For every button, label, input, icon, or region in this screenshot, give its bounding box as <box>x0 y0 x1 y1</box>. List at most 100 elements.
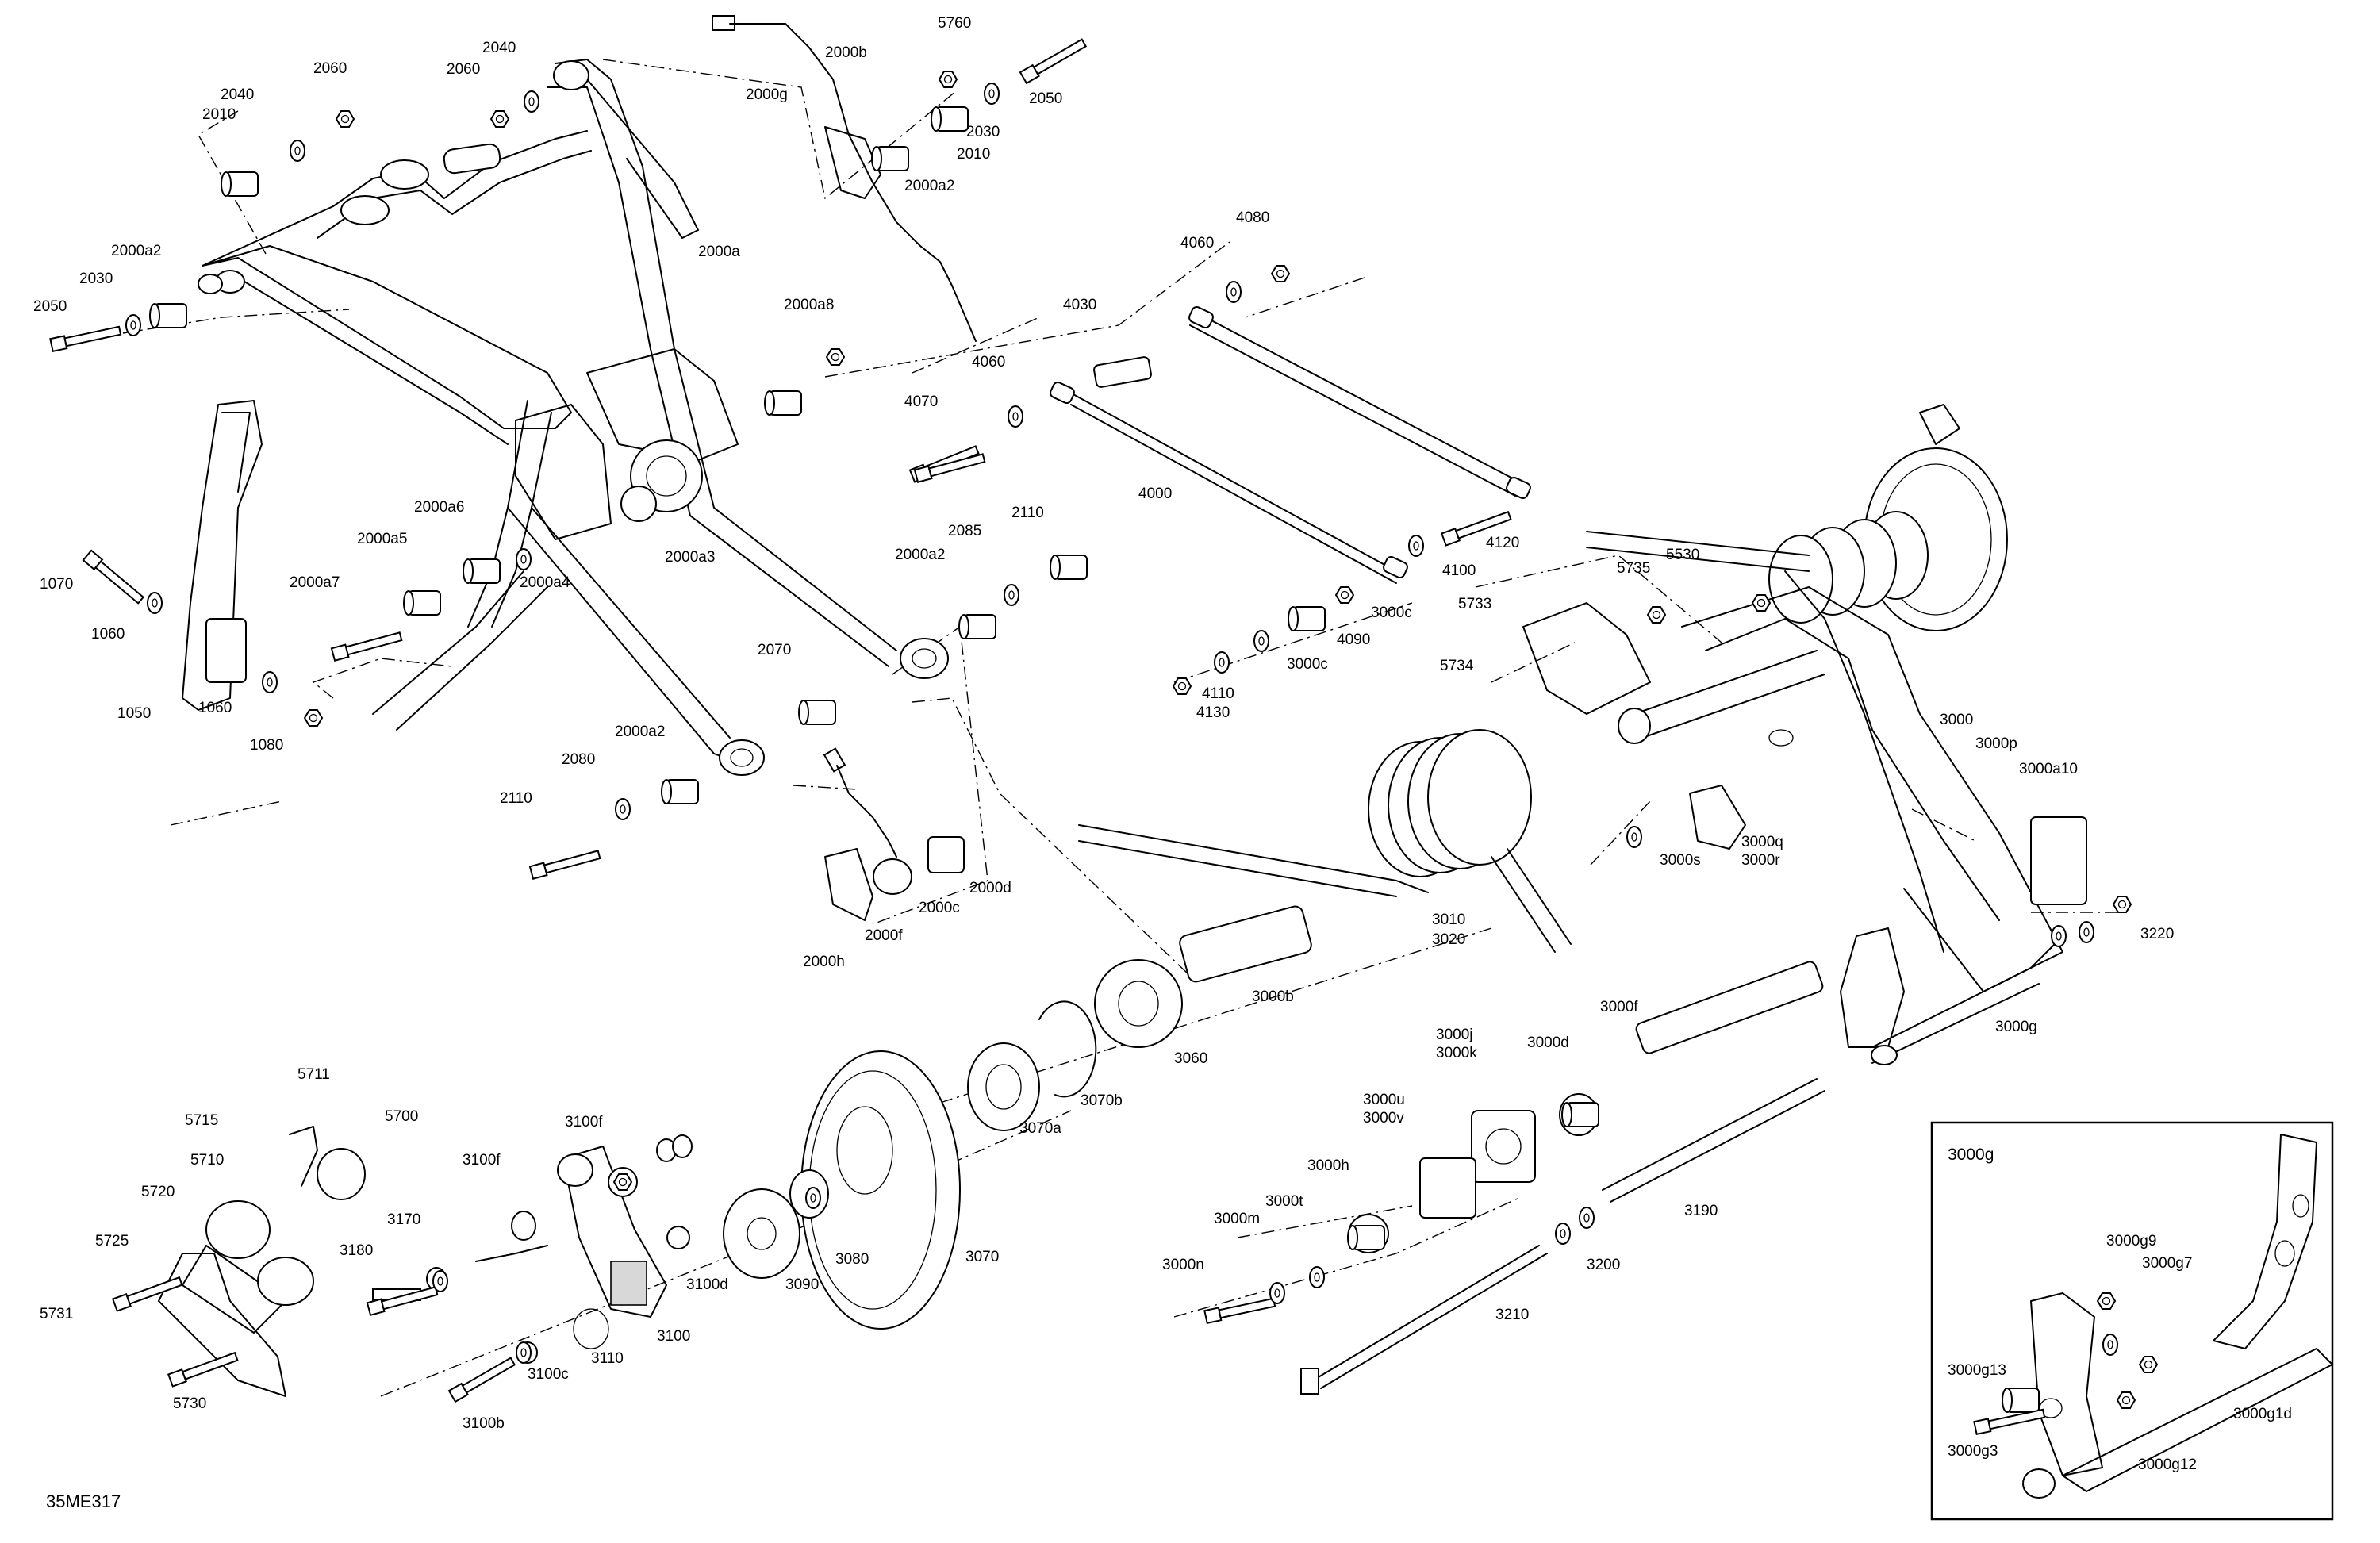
part-label: 4110 <box>1202 685 1234 702</box>
part-label: 3210 <box>1495 1307 1529 1323</box>
part-label: 3000p <box>1975 735 2017 752</box>
part-label: 3000g1d <box>2233 1406 2292 1422</box>
part-label: 3000s <box>1660 852 1701 869</box>
part-label: 1050 <box>117 705 151 722</box>
part-label: 3000v <box>1363 1110 1404 1127</box>
part-label: 3100b <box>463 1415 505 1432</box>
pedal-lever-1050 <box>182 400 263 711</box>
part-label: 2000a2 <box>615 724 665 740</box>
part-label: 2000a6 <box>414 499 464 516</box>
part-label: 5735 <box>1617 560 1650 577</box>
part-label: 2040 <box>221 86 254 103</box>
part-label: 2070 <box>758 642 791 658</box>
part-label: 2010 <box>202 106 236 123</box>
part-label: 3000g3 <box>1948 1443 1998 1460</box>
detail-box-3000g <box>1930 1121 2334 1521</box>
part-label: 5715 <box>185 1112 218 1129</box>
part-label: 3200 <box>1587 1257 1620 1273</box>
part-label: 3000g7 <box>2142 1255 2192 1272</box>
part-label: 3100f <box>463 1152 501 1169</box>
part-label: 3100 <box>657 1328 690 1345</box>
part-label: 2060 <box>447 61 480 78</box>
upper-frame-assembly <box>198 59 949 776</box>
rear-arm-assembly <box>1522 404 2087 1065</box>
part-label: 2000a2 <box>111 243 161 259</box>
part-label: 2040 <box>482 40 516 56</box>
part-label: 4060 <box>972 354 1005 370</box>
part-label: 3000f <box>1600 999 1638 1015</box>
part-label: 2085 <box>948 523 981 539</box>
part-label: 5711 <box>298 1066 330 1083</box>
detail-box-title: 3000g <box>1948 1146 1994 1164</box>
part-label: 3000d <box>1527 1034 1569 1051</box>
part-label: 2000h <box>803 954 845 970</box>
torsion-spring-3010 <box>1078 729 1572 953</box>
part-label: 3000c <box>1287 656 1328 673</box>
part-label: 4100 <box>1442 562 1476 579</box>
part-label: 3220 <box>2140 926 2174 942</box>
part-label: 4030 <box>1063 297 1096 313</box>
part-label: 2000d <box>969 880 1012 896</box>
part-label: 5530 <box>1666 547 1699 563</box>
sensor-cable-top <box>712 15 977 342</box>
part-label: 4090 <box>1337 631 1370 648</box>
part-label: 3000g9 <box>2106 1233 2156 1249</box>
part-label: 5720 <box>141 1184 175 1200</box>
part-label: 2030 <box>79 271 113 287</box>
part-label: 3000g12 <box>2138 1457 2197 1473</box>
part-label: 3000r <box>1741 852 1780 869</box>
part-label: 3100c <box>528 1366 569 1383</box>
part-label: 2000c <box>919 900 960 916</box>
part-label: 3010 <box>1432 912 1465 928</box>
part-label: 3000j <box>1436 1027 1473 1043</box>
part-label: 3060 <box>1174 1050 1207 1067</box>
part-label: 3000t <box>1265 1193 1303 1210</box>
fasteners <box>49 36 2132 1403</box>
part-label: 2000a2 <box>895 547 945 563</box>
part-label: 3110 <box>591 1350 624 1367</box>
part-label: 3180 <box>340 1242 373 1259</box>
link-rods-4000 <box>1050 305 1531 584</box>
part-label: 5734 <box>1440 658 1474 674</box>
part-label: 2000a3 <box>665 549 715 566</box>
part-label: 3000g <box>1995 1019 2037 1035</box>
part-label: 3000 <box>1940 712 1973 728</box>
part-label: 3090 <box>785 1276 819 1293</box>
part-label: 3100d <box>686 1276 728 1293</box>
part-label: 1070 <box>40 576 73 593</box>
part-label: 4130 <box>1196 704 1230 721</box>
part-label: 3100f <box>565 1114 603 1130</box>
part-label: 3000h <box>1307 1157 1349 1174</box>
part-label: 3000g13 <box>1948 1362 2006 1379</box>
part-label: 2060 <box>313 60 347 77</box>
part-label: 2000a2 <box>904 178 954 194</box>
part-label: 4070 <box>904 393 938 410</box>
part-label: 1080 <box>250 737 283 754</box>
part-label: 2000a4 <box>520 574 570 591</box>
part-label: 2000a5 <box>357 531 407 547</box>
part-label: 4080 <box>1236 209 1269 226</box>
drawing-code: 35ME317 <box>46 1491 121 1511</box>
part-label: 3190 <box>1684 1203 1718 1219</box>
part-label: 2000g <box>746 86 788 103</box>
part-label: 2110 <box>1012 505 1044 521</box>
part-label: 2050 <box>33 298 67 315</box>
part-label: 3000q <box>1741 834 1783 850</box>
part-label: 1060 <box>91 626 125 643</box>
part-label: 3070a <box>1019 1120 1061 1137</box>
part-label: 3000k <box>1436 1045 1477 1061</box>
part-label: 2050 <box>1029 90 1062 107</box>
part-label: 3000b <box>1252 988 1294 1005</box>
part-label: 5730 <box>173 1395 206 1412</box>
part-label: 3000c <box>1371 605 1412 621</box>
part-label: 3000n <box>1162 1257 1204 1273</box>
part-label: 2030 <box>966 124 1000 140</box>
part-label: 4120 <box>1486 535 1519 551</box>
part-label: 5733 <box>1458 596 1491 612</box>
assembly-lines <box>122 59 2126 1397</box>
detail-box-labels: 3000g9 3000g7 3000g13 3000g1d 3000g3 3000g12 <box>1948 1233 2292 1473</box>
part-label: 2000a7 <box>290 574 340 591</box>
sensor-cable-lower <box>823 747 965 921</box>
